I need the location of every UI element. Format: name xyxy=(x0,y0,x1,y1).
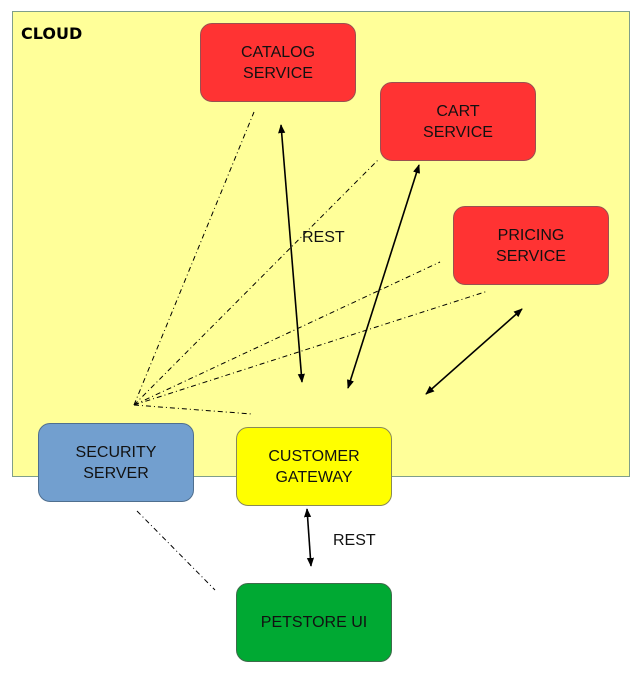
security-to-catalog-line xyxy=(133,111,255,406)
security-to-gateway-line xyxy=(133,404,253,415)
rest-label-upper: REST xyxy=(302,229,345,246)
security-to-pricing-line-b xyxy=(133,290,489,406)
security-server-node: SECURITY SERVER xyxy=(38,423,194,502)
petstore-ui-node: PETSTORE UI xyxy=(236,583,392,662)
security-to-cart-line xyxy=(133,159,379,406)
cloud-label: CLOUD xyxy=(21,24,83,43)
security-to-petstore-line xyxy=(136,510,216,591)
security-to-pricing-line-a xyxy=(133,261,441,406)
gateway-cart-arrow xyxy=(347,164,420,389)
customer-gateway-node: CUSTOMER GATEWAY xyxy=(236,427,392,506)
rest-label-lower: REST xyxy=(333,532,376,549)
gateway-catalog-arrow xyxy=(278,124,305,383)
gateway-pricing-arrow xyxy=(425,308,523,395)
catalog-service-node: CATALOG SERVICE xyxy=(200,23,356,102)
cart-service-node: CART SERVICE xyxy=(380,82,536,161)
pricing-service-node: PRICING SERVICE xyxy=(453,206,609,285)
gateway-ui-arrow xyxy=(303,508,315,567)
